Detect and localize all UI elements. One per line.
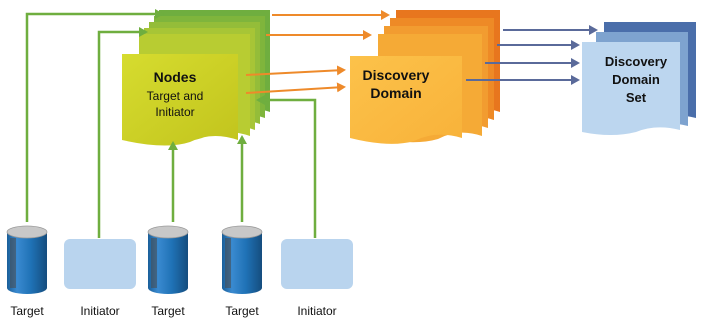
target-device <box>221 225 263 294</box>
domain-to-set-arrows <box>466 25 598 85</box>
nodes-to-domain-arrows <box>245 10 390 94</box>
discovery-domain-line1: Discovery <box>363 67 430 83</box>
discovery-domain-set-stack: Discovery Domain Set <box>582 22 696 135</box>
nodes-box <box>122 54 238 146</box>
discovery-domain-set-box <box>582 42 680 135</box>
nodes-subtitle-line2: Initiator <box>155 105 194 119</box>
discovery-domain-box <box>350 56 462 144</box>
initiator-device <box>64 239 136 289</box>
nodes-stack: Nodes Target and Initiator <box>122 10 270 146</box>
devices-to-nodes-arrows <box>25 9 317 238</box>
device-label: Target <box>151 304 185 318</box>
discovery-domain-set-line1: Discovery <box>605 54 668 69</box>
device-label: Initiator <box>297 304 336 318</box>
orange-arrow <box>245 82 346 94</box>
discovery-domain-stack: Discovery Domain <box>350 10 500 144</box>
green-arrow <box>25 9 164 222</box>
green-arrow <box>97 27 148 238</box>
discovery-domain-line2: Domain <box>370 85 421 101</box>
target-device <box>147 225 189 294</box>
device-label: Target <box>225 304 259 318</box>
nodes-title: Nodes <box>154 69 197 85</box>
initiator-device <box>281 239 353 289</box>
discovery-domain-set-line2: Domain <box>612 72 660 87</box>
green-arrow <box>256 95 317 238</box>
device-label: Initiator <box>80 304 119 318</box>
discovery-domain-set-line3: Set <box>626 90 647 105</box>
orange-arrow <box>245 65 346 76</box>
nodes-subtitle-line1: Target and <box>147 89 204 103</box>
device-label: Target <box>10 304 44 318</box>
target-device <box>6 225 48 294</box>
